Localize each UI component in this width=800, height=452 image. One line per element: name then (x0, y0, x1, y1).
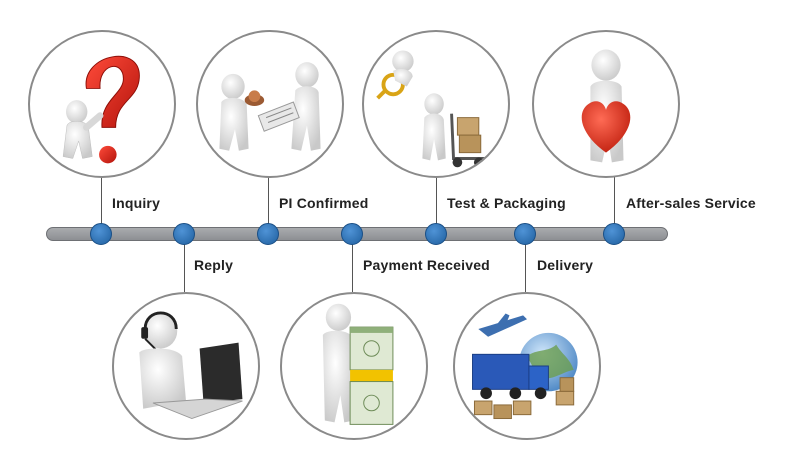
stem-inquiry (101, 176, 102, 224)
step-label-reply: Reply (194, 257, 234, 273)
timeline-node-test-packaging (425, 223, 447, 245)
timeline-node-payment-received (341, 223, 363, 245)
step-image-delivery (453, 292, 601, 440)
money-stack-icon (322, 303, 394, 425)
stem-test-packaging (436, 176, 437, 224)
stem-reply (184, 244, 185, 292)
timeline-node-delivery (514, 223, 536, 245)
stem-pi-confirmed (268, 176, 269, 224)
step-image-payment-received (280, 292, 428, 440)
step-image-test-packaging (362, 30, 510, 178)
timeline-node-reply (173, 223, 195, 245)
step-label-test-packaging: Test & Packaging (447, 195, 566, 211)
step-label-delivery: Delivery (537, 257, 594, 273)
step-label-inquiry: Inquiry (112, 195, 161, 211)
step-label-after-sales: After-sales Service (626, 195, 756, 211)
step-label-payment-received: Payment Received (363, 257, 490, 273)
stem-after-sales (614, 176, 615, 224)
stem-payment-received (352, 244, 353, 292)
timeline-node-inquiry (90, 223, 112, 245)
heart-figure-icon (581, 49, 631, 163)
globe-truck-plane-icon (472, 313, 578, 420)
step-image-reply (112, 292, 260, 440)
timeline-node-pi-confirmed (257, 223, 279, 245)
step-image-pi-confirmed (196, 30, 344, 178)
stem-delivery (525, 244, 526, 292)
magnifier-hand-truck-icon (376, 50, 485, 168)
stamp-handshake-icon (219, 62, 321, 151)
question-mark-figure-icon (62, 55, 140, 164)
step-image-after-sales (532, 30, 680, 178)
timeline-node-after-sales (603, 223, 625, 245)
headset-laptop-icon (139, 311, 243, 420)
step-image-inquiry (28, 30, 176, 178)
step-label-pi-confirmed: PI Confirmed (279, 195, 369, 211)
